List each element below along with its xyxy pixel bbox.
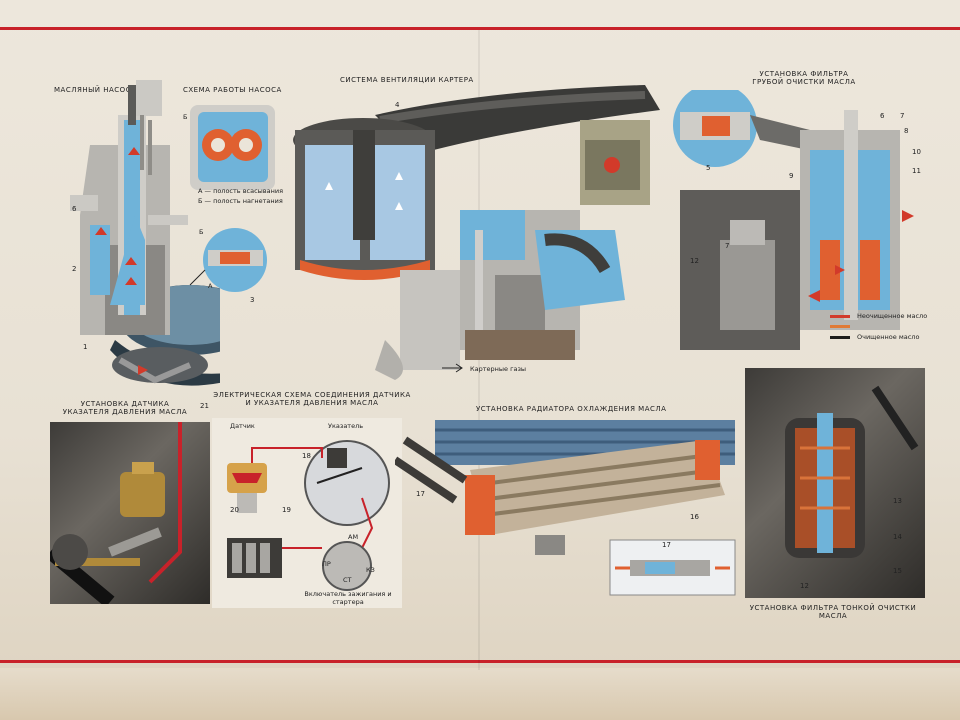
part-number-12: 12 bbox=[690, 257, 699, 265]
crankcase-gases-label: Картерные газы bbox=[470, 365, 527, 373]
part-number-4: 4 bbox=[395, 101, 400, 109]
fine-filter-photo bbox=[745, 368, 925, 598]
part-number-2: 2 bbox=[72, 265, 77, 273]
pump-scheme-illustration bbox=[189, 105, 275, 292]
part-number-16: 16 bbox=[690, 513, 699, 521]
part-number-7b: 7 bbox=[725, 242, 730, 250]
part-number-12b: 12 bbox=[800, 582, 809, 590]
terminal-pr-label: ПР bbox=[322, 560, 331, 568]
part-number-10: 10 bbox=[912, 148, 921, 156]
uncleaned-oil-arrow-icon bbox=[830, 315, 850, 318]
mixed-oil-arrow-icon bbox=[830, 325, 850, 328]
part-number-17b: 17 bbox=[662, 541, 671, 549]
electrical-scheme-panel bbox=[212, 418, 402, 608]
sensor-label: Датчик bbox=[230, 422, 255, 430]
sensor-install-photo bbox=[45, 422, 210, 608]
crankcase-gas-arrow-icon bbox=[442, 363, 463, 373]
paper-stain bbox=[0, 668, 960, 720]
pump-legend-b: Б — полость нагнетания bbox=[198, 197, 283, 205]
crankcase-ventilation-illustration bbox=[293, 85, 660, 380]
part-number-1: 1 bbox=[83, 343, 88, 351]
part-number-18: 18 bbox=[302, 452, 311, 460]
part-number-15: 15 bbox=[893, 567, 902, 575]
part-number-13: 13 bbox=[893, 497, 902, 505]
oil-radiator-illustration bbox=[395, 420, 736, 596]
top-red-rule bbox=[0, 27, 960, 30]
pump-letter-b-2: Б bbox=[199, 228, 204, 236]
cleaned-oil-arrow-icon bbox=[830, 336, 850, 339]
terminal-st-label: СТ bbox=[343, 576, 352, 584]
title-radiator-install: Установка радиатора охлаждения масла bbox=[476, 405, 667, 413]
part-number-8: 8 bbox=[904, 127, 909, 135]
title-crankcase-ventilation: Система вентиляции картера bbox=[340, 76, 474, 84]
indicator-label: Указатель bbox=[328, 422, 364, 430]
part-number-9: 9 bbox=[789, 172, 794, 180]
title-coarse-filter: Установка фильтра грубой очистки масла bbox=[752, 70, 856, 86]
part-number-11: 11 bbox=[912, 167, 921, 175]
part-number-20: 20 bbox=[230, 506, 239, 514]
title-fine-filter: Установка фильтра тонкой очистки масла bbox=[749, 604, 917, 620]
part-number-6: 6 bbox=[72, 205, 77, 213]
uncleaned-oil-label: Неочищенное масло bbox=[857, 312, 928, 320]
part-number-6b: 6 bbox=[880, 112, 885, 120]
pump-letter-a: А bbox=[208, 282, 213, 290]
part-number-21: 21 bbox=[200, 402, 209, 410]
part-number-5: 5 bbox=[706, 164, 711, 172]
part-number-14: 14 bbox=[893, 533, 902, 541]
bottom-red-rule bbox=[0, 660, 960, 663]
coarse-filter-illustration bbox=[673, 90, 914, 350]
pump-legend-a: А — полость всасывания bbox=[198, 187, 283, 195]
cleaned-oil-label: Очищенное масло bbox=[857, 333, 920, 341]
part-number-3: 3 bbox=[250, 296, 255, 304]
part-number-19: 19 bbox=[282, 506, 291, 514]
terminal-kz-label: КЗ bbox=[366, 566, 375, 574]
part-number-17: 17 bbox=[416, 490, 425, 498]
ignition-switch-label: Включатель зажигания и стартера bbox=[304, 590, 392, 606]
title-sensor-install: Установка датчика указателя давления мас… bbox=[62, 400, 188, 416]
title-electrical-scheme: Электрическая схема соединения датчика и… bbox=[213, 391, 411, 407]
title-pump-scheme: Схема работы насоса bbox=[183, 86, 282, 94]
terminal-am-label: АМ bbox=[348, 533, 359, 541]
oil-pump-illustration bbox=[70, 80, 220, 386]
pump-letter-b: Б bbox=[183, 113, 188, 121]
part-number-7: 7 bbox=[900, 112, 905, 120]
title-oil-pump: Масляный насос bbox=[54, 86, 132, 94]
electrical-scheme-illustration bbox=[227, 440, 390, 591]
